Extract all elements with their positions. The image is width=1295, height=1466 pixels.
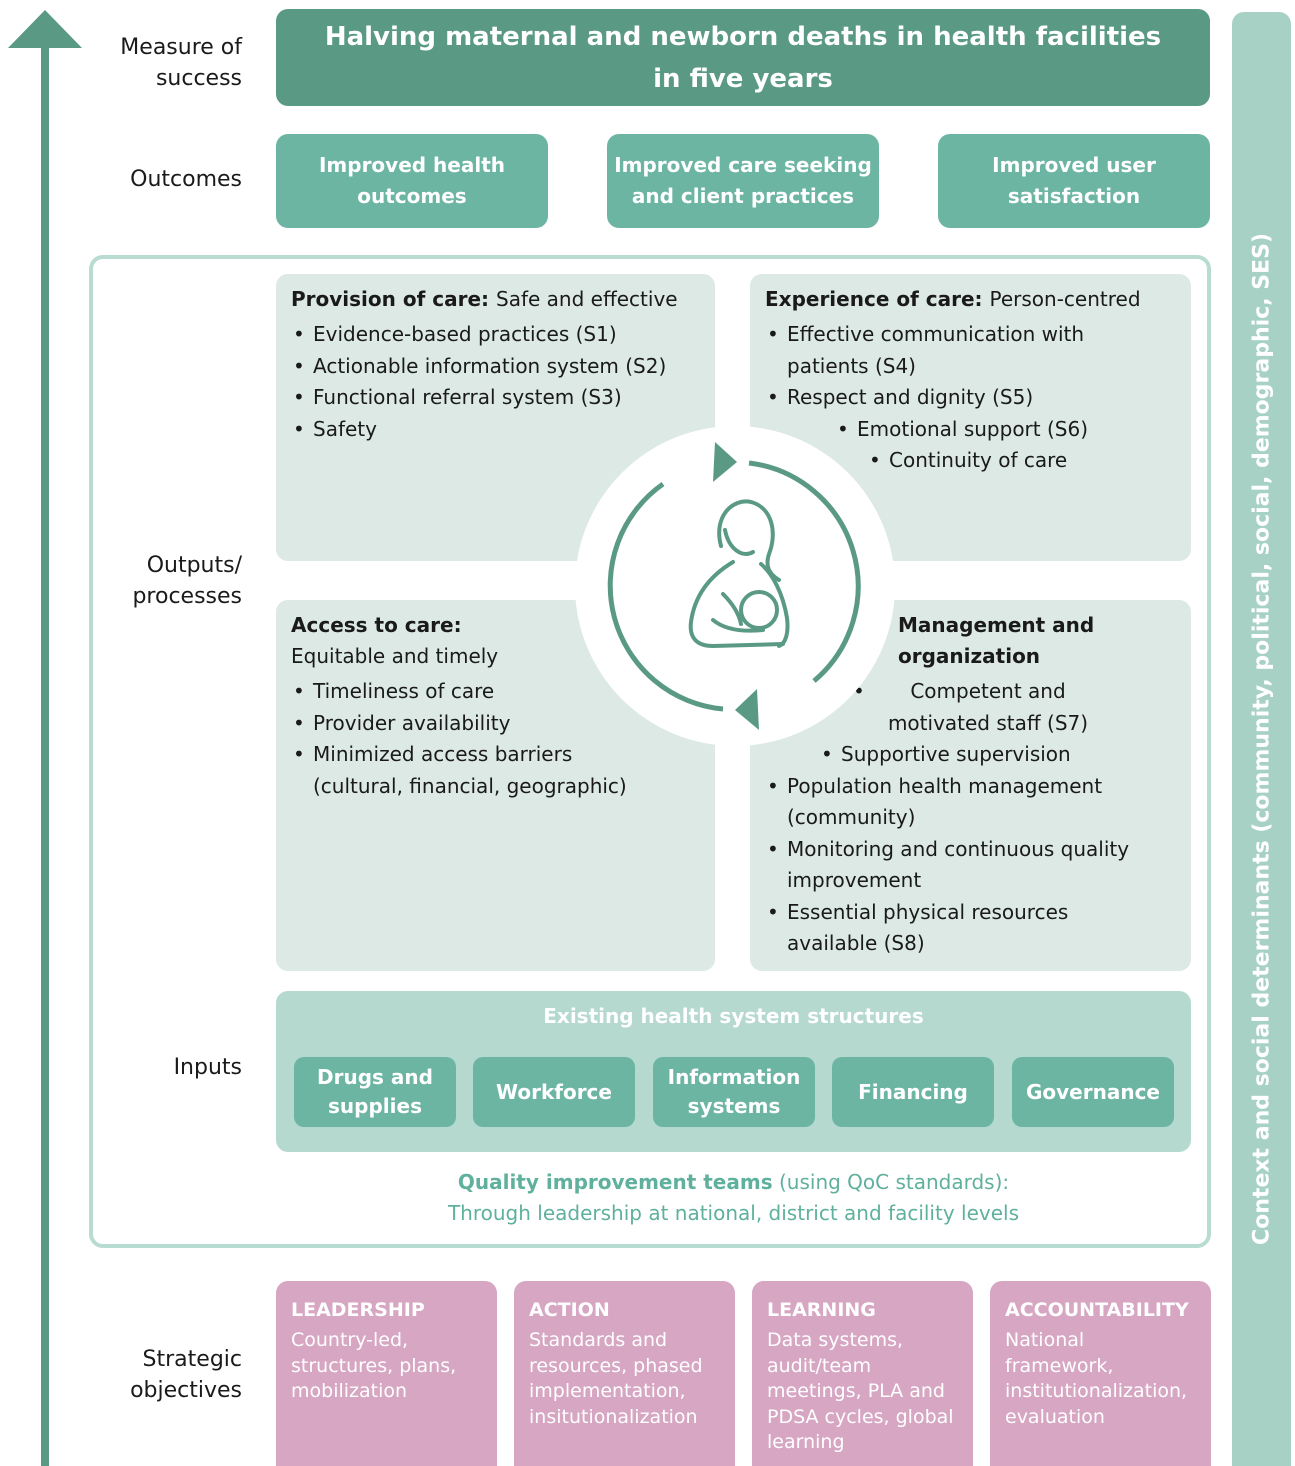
row-label-outputs: Outputs/ processes <box>132 553 242 609</box>
list-item: Evidence-based practices (S1) <box>291 319 700 351</box>
strategic-title: ACCOUNTABILITY <box>1005 1299 1189 1321</box>
strategic-title: LEARNING <box>767 1299 876 1321</box>
provision-title: Provision of care: <box>291 287 490 311</box>
row-label-measure: Measure of success <box>120 35 242 91</box>
row-label-strategic: Strategic objectives <box>130 1347 242 1403</box>
experience-subtitle: Person-centred <box>989 287 1141 311</box>
input-workforce: Workforce <box>473 1057 635 1127</box>
cycle-arrow-bottom-icon <box>735 689 759 730</box>
input-drugs-supplies: Drugs and supplies <box>294 1057 456 1127</box>
strategic-title: LEADERSHIP <box>291 1299 425 1321</box>
qi-teams-caption: Quality improvement teams (using QoC sta… <box>276 1167 1191 1229</box>
strategic-action: ACTION Standards and resources, phased i… <box>514 1281 735 1466</box>
list-item: Essential physical resources available (… <box>765 897 1117 960</box>
input-information-systems: Information systems <box>653 1057 815 1127</box>
qi-teams-bold: Quality improvement teams <box>457 1170 773 1194</box>
experience-title: Experience of care: <box>765 287 983 311</box>
strategic-learning: LEARNING Data systems, audit/team meetin… <box>752 1281 973 1466</box>
strategic-accountability: ACCOUNTABILITY National framework, insti… <box>990 1281 1211 1466</box>
list-item: Actionable information system (S2) <box>291 351 700 383</box>
strategic-text: Data systems, audit/team meetings, PLA a… <box>767 1329 954 1453</box>
row-label-outcomes: Outcomes <box>130 167 242 192</box>
management-title: Management and organization <box>898 613 1095 668</box>
mother-and-baby-icon <box>688 499 790 648</box>
list-item: Respect and dignity (S5) <box>765 382 1176 414</box>
list-item: Functional referral system (S3) <box>291 382 700 414</box>
outcome-care-seeking: Improved care seeking and client practic… <box>607 134 879 228</box>
strategic-text: Country-led, structures, plans, mobiliza… <box>291 1329 457 1402</box>
strategic-text: National framework, institutionalization… <box>1005 1329 1188 1428</box>
outcome-user-satisfaction: Improved user satisfaction <box>938 134 1210 228</box>
list-item: Effective communication with patients (S… <box>765 319 1117 382</box>
outcome-health: Improved health outcomes <box>276 134 548 228</box>
list-item: Minimized access barriers (cultural, fin… <box>291 739 653 802</box>
access-subtitle: Equitable and timely <box>291 644 499 668</box>
list-item: Supportive supervision <box>819 739 1176 771</box>
access-title: Access to care: <box>291 613 462 637</box>
list-item: Timeliness of care <box>291 676 700 708</box>
measure-of-success-box: Halving maternal and newborn deaths in h… <box>276 9 1210 106</box>
inputs-title: Existing health system structures <box>543 1004 924 1028</box>
input-governance: Governance <box>1012 1057 1174 1127</box>
upward-arrow-icon <box>8 10 82 1466</box>
outputs-frame <box>89 255 1211 1248</box>
quadrant-management-organization: Management and organization Competent an… <box>750 600 1191 971</box>
strategic-text: Standards and resources, phased implemen… <box>529 1329 703 1428</box>
list-item: Population health management (community) <box>765 771 1157 834</box>
row-label-inputs: Inputs <box>173 1055 242 1080</box>
list-item: Competent and motivated staff (S7) <box>851 676 1103 739</box>
list-item: Monitoring and continuous quality improv… <box>765 834 1187 897</box>
context-label: Context and social determinants (communi… <box>1249 233 1274 1245</box>
list-item: Safety <box>291 414 700 446</box>
list-item: Continuity of care <box>867 445 1176 477</box>
list-item: Emotional support (S6) <box>835 414 1176 446</box>
strategic-title: ACTION <box>529 1299 610 1321</box>
cycle-arrow-top-icon <box>713 442 737 482</box>
qi-teams-line2: Through leadership at national, district… <box>447 1201 1020 1225</box>
care-cycle-diagram <box>575 426 895 746</box>
provision-subtitle: Safe and effective <box>496 287 678 311</box>
strategic-leadership: LEADERSHIP Country-led, structures, plan… <box>276 1281 497 1466</box>
context-sidebar: Context and social determinants (communi… <box>1232 12 1291 1466</box>
qi-teams-rest: (using QoC standards): <box>778 1170 1010 1194</box>
input-financing: Financing <box>832 1057 994 1127</box>
list-item: Provider availability <box>291 708 700 740</box>
